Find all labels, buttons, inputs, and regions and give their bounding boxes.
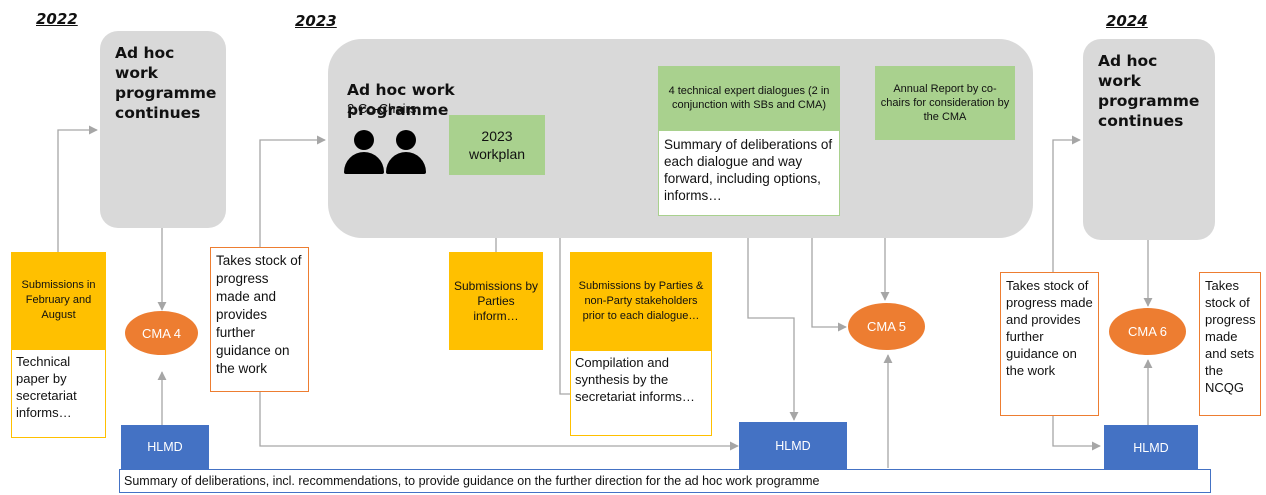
technical-expert-dialogues: 4 technical expert dialogues (2 in conju… xyxy=(658,66,840,130)
submissions-feb-aug: Submissions in February and August xyxy=(11,252,106,349)
hlmd-2024: HLMD xyxy=(1104,425,1198,471)
year-label-2022: 2022 xyxy=(36,10,78,28)
compilation-synthesis: Compilation and synthesis by the secreta… xyxy=(570,350,712,436)
submissions-prior-to-dialogue: Submissions by Parties & non-Party stake… xyxy=(570,252,712,350)
year-label-2024: 2024 xyxy=(1106,12,1148,30)
work-programme-2023-title: Ad hoc work programme xyxy=(347,81,455,119)
work-programme-2024-box: Ad hoc work programme continues xyxy=(1083,39,1215,240)
dialogue-summary: Summary of deliberations of each dialogu… xyxy=(658,130,840,216)
cma-4-node: CMA 4 xyxy=(125,311,198,355)
work-programme-2024-title: Ad hoc work programme continues xyxy=(1098,52,1200,130)
work-programme-2022-title: Ad hoc work programme continues xyxy=(115,44,217,122)
annual-report: Annual Report by co-chairs for considera… xyxy=(875,66,1015,140)
takes-stock-2024: Takes stock of progress made and provide… xyxy=(1000,272,1099,416)
workplan-2023: 2023 workplan xyxy=(449,115,545,175)
person-icon xyxy=(344,130,384,174)
cma-6-node: CMA 6 xyxy=(1109,308,1186,355)
hlmd-2023: HLMD xyxy=(739,422,847,470)
work-programme-2022-box: Ad hoc work programme continues xyxy=(100,31,226,228)
takes-stock-2023: Takes stock of progress made and provide… xyxy=(210,247,309,392)
submissions-by-parties: Submissions by Parties inform… xyxy=(449,252,543,350)
cochairs-label: 2 Co-Chairs xyxy=(347,101,417,116)
technical-paper: Technical paper by secretariat informs… xyxy=(11,349,106,438)
footer-summary: Summary of deliberations, incl. recommen… xyxy=(119,469,1211,493)
cma-5-node: CMA 5 xyxy=(848,303,925,350)
ncqg-box: Takes stock of progress made and sets th… xyxy=(1199,272,1261,416)
year-label-2023: 2023 xyxy=(295,12,337,30)
person-icon xyxy=(386,130,426,174)
hlmd-2022: HLMD xyxy=(121,425,209,469)
